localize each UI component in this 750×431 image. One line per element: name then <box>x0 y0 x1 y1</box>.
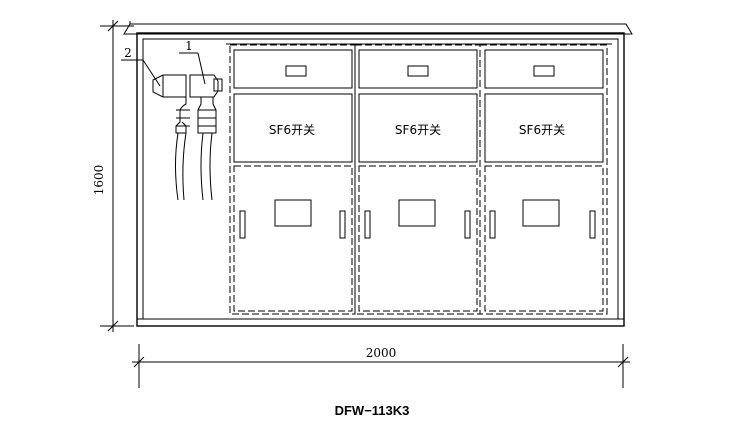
width-value: 2000 <box>366 346 397 360</box>
cabinet-roof <box>123 21 633 35</box>
panel-3-label: SF6开关 <box>519 123 565 137</box>
cabinet-frame <box>136 32 625 327</box>
door-handle-left <box>489 210 496 239</box>
viewing-window <box>522 199 560 227</box>
cable-terminals <box>152 74 223 201</box>
door-handle-right <box>339 210 346 239</box>
height-dimension: 1600 <box>92 20 134 332</box>
door-handle-left <box>364 210 371 239</box>
part-number-2: 2 <box>124 46 132 60</box>
switch-panel-1: SF6开关 <box>229 44 356 315</box>
width-dimension: 2000 <box>132 344 630 388</box>
door-handle-left <box>239 210 246 239</box>
indicator-icon <box>285 65 307 77</box>
switch-panel-2: SF6开关 <box>354 44 481 315</box>
door-handle-right <box>589 210 596 239</box>
indicator-icon <box>407 65 429 77</box>
part-number-1: 1 <box>185 39 193 53</box>
part-leaders: 2 1 <box>121 39 206 87</box>
height-value: 1600 <box>92 165 106 196</box>
door-handle-right <box>464 210 471 239</box>
switch-panel-3: SF6开关 <box>479 44 608 315</box>
viewing-window <box>398 199 436 227</box>
viewing-window <box>274 199 312 227</box>
model-caption: DFW−113K3 <box>335 403 410 418</box>
indicator-icon <box>533 65 555 77</box>
panel-2-label: SF6开关 <box>395 123 441 137</box>
panel-1-label: SF6开关 <box>269 123 315 137</box>
